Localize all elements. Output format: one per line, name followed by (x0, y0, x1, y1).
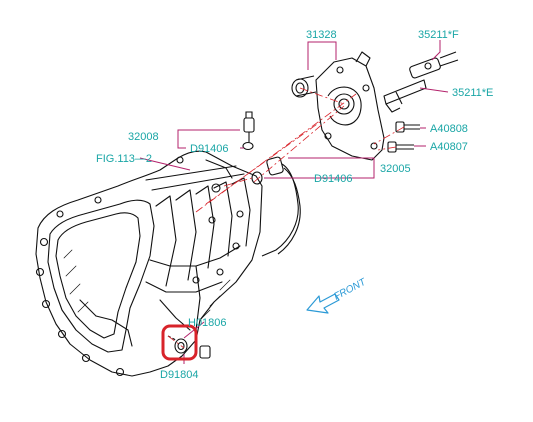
part-label-35211f[interactable]: 35211*F (418, 29, 459, 41)
part-label-a40807[interactable]: A40807 (430, 141, 468, 153)
shift-rod-assembly-35211 (383, 51, 459, 113)
assembly-centerlines (167, 87, 405, 349)
part-label-35211e[interactable]: 35211*E (452, 87, 493, 99)
part-label-d91406-bottom[interactable]: D91406 (314, 173, 353, 185)
sensor-32008 (242, 111, 255, 151)
front-label: FRONT (332, 276, 368, 302)
drain-plug-h01806 (174, 338, 188, 354)
part-label-31328[interactable]: 31328 (306, 29, 337, 41)
transmission-case (35, 150, 263, 377)
part-labels: 31328 35211*F 35211*E 32008 D91406 FIG.1… (96, 29, 493, 381)
figure-reference-label[interactable]: FIG.113—2 (96, 153, 152, 165)
highlight-callout[interactable] (161, 324, 198, 361)
extension-housing-31328 (291, 51, 385, 161)
bolt-a40808 (395, 121, 420, 133)
part-label-h01806[interactable]: H01806 (188, 317, 227, 329)
speed-sensor-harness (251, 156, 301, 257)
front-arrow-icon (306, 293, 340, 314)
bolt-a40807 (387, 141, 414, 153)
part-label-32005[interactable]: 32005 (380, 163, 411, 175)
part-label-a40808[interactable]: A40808 (430, 123, 468, 135)
part-label-d91406-top[interactable]: D91406 (190, 143, 229, 155)
part-label-d91804[interactable]: D91804 (160, 369, 199, 381)
part-label-32008[interactable]: 32008 (128, 131, 159, 143)
